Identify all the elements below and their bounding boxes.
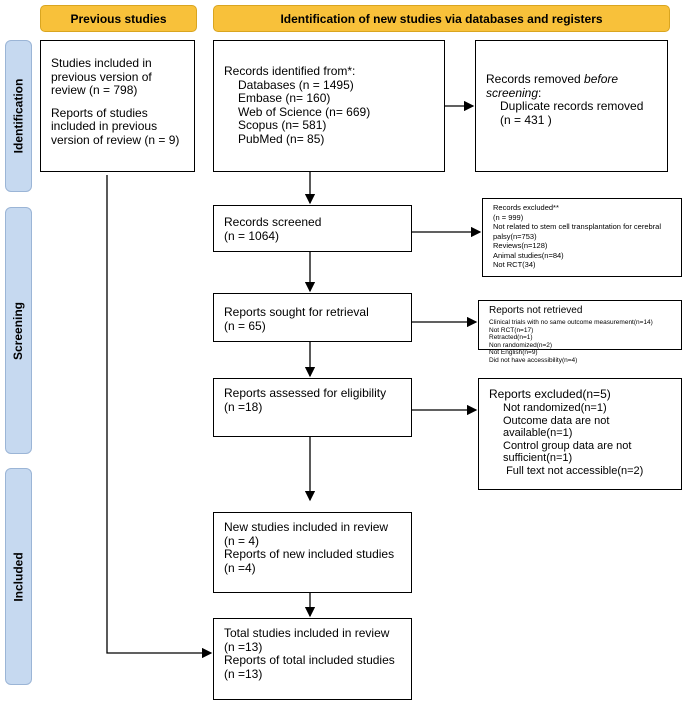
previous-studies-box: Studies included in previous version of … xyxy=(40,40,195,172)
phase-screening: Screening xyxy=(5,207,32,454)
source-item: Scopus (n= 581) xyxy=(238,118,327,132)
line: Reports of total included studies xyxy=(224,653,395,667)
header-label: Identification of new studies via databa… xyxy=(280,11,603,26)
box-title: Records removed before screening: xyxy=(486,72,622,100)
line: Animal studies(n=84) xyxy=(493,250,564,260)
reports-not-retrieved-box: Reports not retrieved Clinical trials wi… xyxy=(478,300,682,364)
line: (n =4) xyxy=(224,560,256,575)
header-previous-studies: Previous studies xyxy=(40,5,197,32)
source-item: Web of Science (n= 669) xyxy=(238,104,371,119)
source-item: Databases (n = 1495) xyxy=(238,77,354,92)
source-item: Embase (n= 160) xyxy=(238,91,331,105)
box-title: Reports excluded(n=5) xyxy=(489,387,611,401)
line: (n = 999) xyxy=(493,212,524,222)
line: Reports of new included studies xyxy=(224,547,395,561)
previous-reports-count: Reports of studies included in previous … xyxy=(51,105,180,147)
line: (n =13) xyxy=(224,666,263,681)
line: Reviews(n=128) xyxy=(493,241,548,250)
line: Not RCT(n=17) xyxy=(489,326,534,334)
reports-excluded-box: Reports excluded(n=5) Not randomized(n=1… xyxy=(478,378,682,490)
removed-item: (n = 431 ) xyxy=(500,112,552,127)
records-screened-box: Records screened (n = 1064) xyxy=(213,205,412,252)
reports-sought-box: Reports sought for retrieval (n = 65) xyxy=(213,293,412,342)
line: Not English(n=9) xyxy=(489,349,538,356)
new-included-box: New studies included in review (n = 4) R… xyxy=(213,512,412,593)
line: Not related to stem cell transplantation… xyxy=(493,222,664,241)
line: Clinical trials with no same outcome mea… xyxy=(489,319,653,326)
line: New studies included in review xyxy=(224,520,389,534)
removed-item: Duplicate records removed xyxy=(500,99,644,113)
box-title: Reports not retrieved xyxy=(489,305,583,316)
total-included-box: Total studies included in review (n =13)… xyxy=(213,618,412,700)
line: Control group data are not sufficient(n=… xyxy=(503,439,635,465)
reports-assessed-box: Reports assessed for eligibility (n =18) xyxy=(213,378,412,437)
header-label: Previous studies xyxy=(70,11,167,26)
previous-studies-count: Studies included in previous version of … xyxy=(51,56,156,97)
box-count: (n = 1064) xyxy=(224,228,280,243)
source-item: PubMed (n= 85) xyxy=(238,131,325,146)
line: Total studies included in review xyxy=(224,626,390,640)
box-title: Reports assessed for eligibility xyxy=(224,386,387,400)
records-excluded-box: Records excluded** (n = 999) Not related… xyxy=(482,198,682,277)
line: Non randomized(n=2) xyxy=(489,341,553,349)
line: Did not have accessibility(n=4) xyxy=(489,356,578,364)
line: Full text not accessible(n=2) xyxy=(503,464,644,477)
line: Not randomized(n=1) xyxy=(503,402,607,414)
records-identified-box: Records identified from*: Databases (n =… xyxy=(213,40,445,172)
box-count: (n =18) xyxy=(224,399,263,414)
box-title: Records screened xyxy=(224,215,322,229)
phase-identification: Identification xyxy=(5,40,32,192)
records-removed-box: Records removed before screening: Duplic… xyxy=(475,40,668,172)
line: (n = 4) xyxy=(224,533,260,548)
phase-included: Included xyxy=(5,468,32,685)
box-count: (n = 65) xyxy=(224,318,266,333)
box-title: Records identified from*: xyxy=(224,64,356,78)
line: (n =13) xyxy=(224,639,263,654)
header-new-studies: Identification of new studies via databa… xyxy=(213,5,670,32)
box-title: Reports sought for retrieval xyxy=(224,305,369,319)
line: Outcome data are not available(n=1) xyxy=(503,414,613,440)
line: Not RCT(34) xyxy=(493,260,536,269)
line: Retracted(n=1) xyxy=(489,334,533,341)
line: Records excluded** xyxy=(493,203,559,212)
